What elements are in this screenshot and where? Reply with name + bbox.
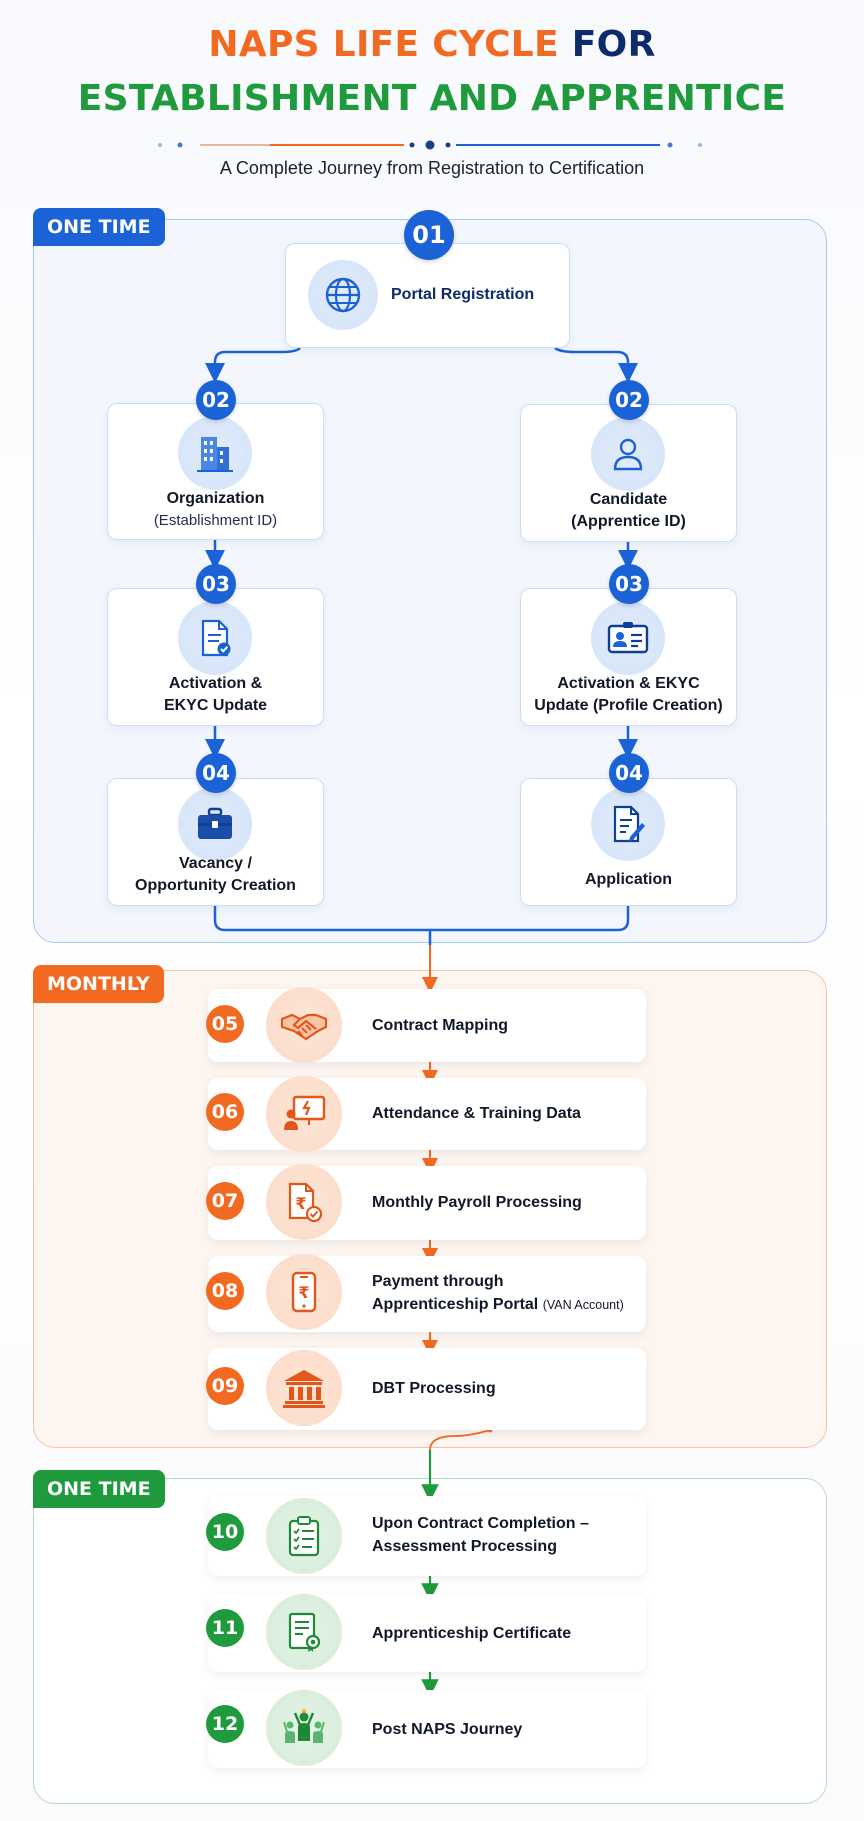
- step-07-label: Monthly Payroll Processing: [372, 1194, 582, 1211]
- rupee-document-icon: ₹: [266, 1164, 342, 1240]
- step-04-org-badge: 04: [196, 753, 236, 793]
- step-03-org-label-line2: EKYC Update: [163, 697, 268, 714]
- user-icon: [591, 417, 665, 491]
- step-07-monthly-payroll: ₹ Monthly Payroll Processing: [208, 1164, 646, 1240]
- step-03-org-activation: Activation & EKYC Update: [107, 588, 324, 726]
- step-09-badge: 09: [206, 1367, 244, 1405]
- step-07-badge: 07: [206, 1182, 244, 1220]
- step-12-post-naps-journey: Post NAPS Journey: [208, 1690, 646, 1768]
- svg-text:₹: ₹: [295, 1194, 306, 1213]
- step-02-candidate-label: Candidate: [589, 491, 668, 508]
- step-04-application: Application: [520, 778, 737, 906]
- step-08-payment-apprenticeship-portal: ₹ Payment through Apprenticeship Portal …: [208, 1254, 646, 1332]
- step-04-org-label: Vacancy /: [179, 855, 252, 872]
- step-03-candidate-badge: 03: [609, 564, 649, 604]
- svg-text:₹: ₹: [298, 1283, 309, 1302]
- page-title-line-1: NAPS LIFE CYCLE FOR: [0, 24, 864, 65]
- section-tag-monthly: MONTHLY: [33, 965, 164, 1003]
- step-06-badge: 06: [206, 1093, 244, 1131]
- step-12-badge: 12: [206, 1705, 244, 1743]
- page-title-line-2: ESTABLISHMENT AND APPRENTICE: [77, 78, 787, 119]
- step-08-portal-text: Apprenticeship Portal: [372, 1296, 539, 1313]
- step-03-org-badge: 03: [196, 564, 236, 604]
- step-08-label-line2: Apprenticeship Portal (VAN Account): [372, 1293, 624, 1317]
- training-board-icon: [266, 1076, 342, 1152]
- step-11-badge: 11: [206, 1609, 244, 1647]
- step-02-org-label: Organization: [166, 490, 265, 507]
- step-02-candidate-badge: 02: [609, 380, 649, 420]
- step-04-org-label-line2: Opportunity Creation: [135, 877, 296, 894]
- handshake-icon: [266, 987, 342, 1063]
- step-09-label: DBT Processing: [372, 1380, 496, 1397]
- step-05-badge: 05: [206, 1005, 244, 1043]
- step-06-attendance-training: Attendance & Training Data: [208, 1076, 646, 1152]
- step-10-assessment-processing: Upon Contract Completion – Assessment Pr…: [208, 1496, 646, 1576]
- step-02-candidate: Candidate (Apprentice ID): [520, 404, 737, 542]
- step-04-candidate-badge: 04: [609, 753, 649, 793]
- clipboard-checklist-icon: [266, 1498, 342, 1574]
- bank-icon: [266, 1350, 342, 1426]
- step-02-organization: Organization (Establishment ID): [107, 403, 324, 540]
- team-celebrate-icon: [266, 1690, 342, 1766]
- step-04-vacancy-creation: Vacancy / Opportunity Creation: [107, 778, 324, 906]
- step-04-application-label: Application: [584, 871, 673, 888]
- step-10-label: Upon Contract Completion –: [372, 1515, 589, 1532]
- subtitle: A Complete Journey from Registration to …: [219, 158, 645, 178]
- building-icon: [178, 416, 252, 490]
- certificate-icon: [266, 1594, 342, 1670]
- title-part-navy: FOR: [571, 24, 656, 65]
- step-02-org-sublabel: (Establishment ID): [153, 512, 278, 529]
- step-03-candidate-label-line2: Update (Profile Creation): [534, 697, 723, 714]
- step-06-label: Attendance & Training Data: [372, 1105, 581, 1122]
- title-divider: [158, 140, 702, 150]
- step-09-dbt-processing: DBT Processing: [208, 1348, 646, 1430]
- mobile-rupee-icon: ₹: [266, 1254, 342, 1330]
- step-08-badge: 08: [206, 1272, 244, 1310]
- step-03-candidate-label: Activation & EKYC: [557, 675, 700, 692]
- step-11-label: Apprenticeship Certificate: [372, 1625, 572, 1642]
- briefcase-icon: [178, 787, 252, 861]
- step-05-label: Contract Mapping: [372, 1017, 508, 1034]
- step-05-contract-mapping: Contract Mapping: [208, 987, 646, 1063]
- step-10-label-line2: Assessment Processing: [372, 1538, 557, 1555]
- id-card-icon: [591, 601, 665, 675]
- step-08-van-account: (VAN Account): [542, 1298, 624, 1312]
- document-edit-icon: [591, 787, 665, 861]
- step-01-badge: 01: [404, 210, 454, 260]
- title-part-orange: NAPS LIFE CYCLE: [208, 24, 559, 65]
- step-01-label: Portal Registration: [391, 286, 535, 303]
- document-check-icon: [178, 601, 252, 675]
- section-tag-one-time-bottom: ONE TIME: [33, 1470, 165, 1508]
- step-08-label: Payment through: [372, 1273, 504, 1290]
- step-03-org-label: Activation &: [168, 675, 263, 692]
- step-12-label: Post NAPS Journey: [372, 1721, 523, 1738]
- step-02-org-badge: 02: [196, 380, 236, 420]
- section-tag-one-time-top: ONE TIME: [33, 208, 165, 246]
- step-11-apprenticeship-certificate: Apprenticeship Certificate: [208, 1594, 646, 1672]
- step-10-badge: 10: [206, 1513, 244, 1551]
- step-02-candidate-sublabel: (Apprentice ID): [571, 513, 686, 530]
- globe-icon: [308, 260, 378, 330]
- step-03-candidate-activation: Activation & EKYC Update (Profile Creati…: [520, 588, 737, 726]
